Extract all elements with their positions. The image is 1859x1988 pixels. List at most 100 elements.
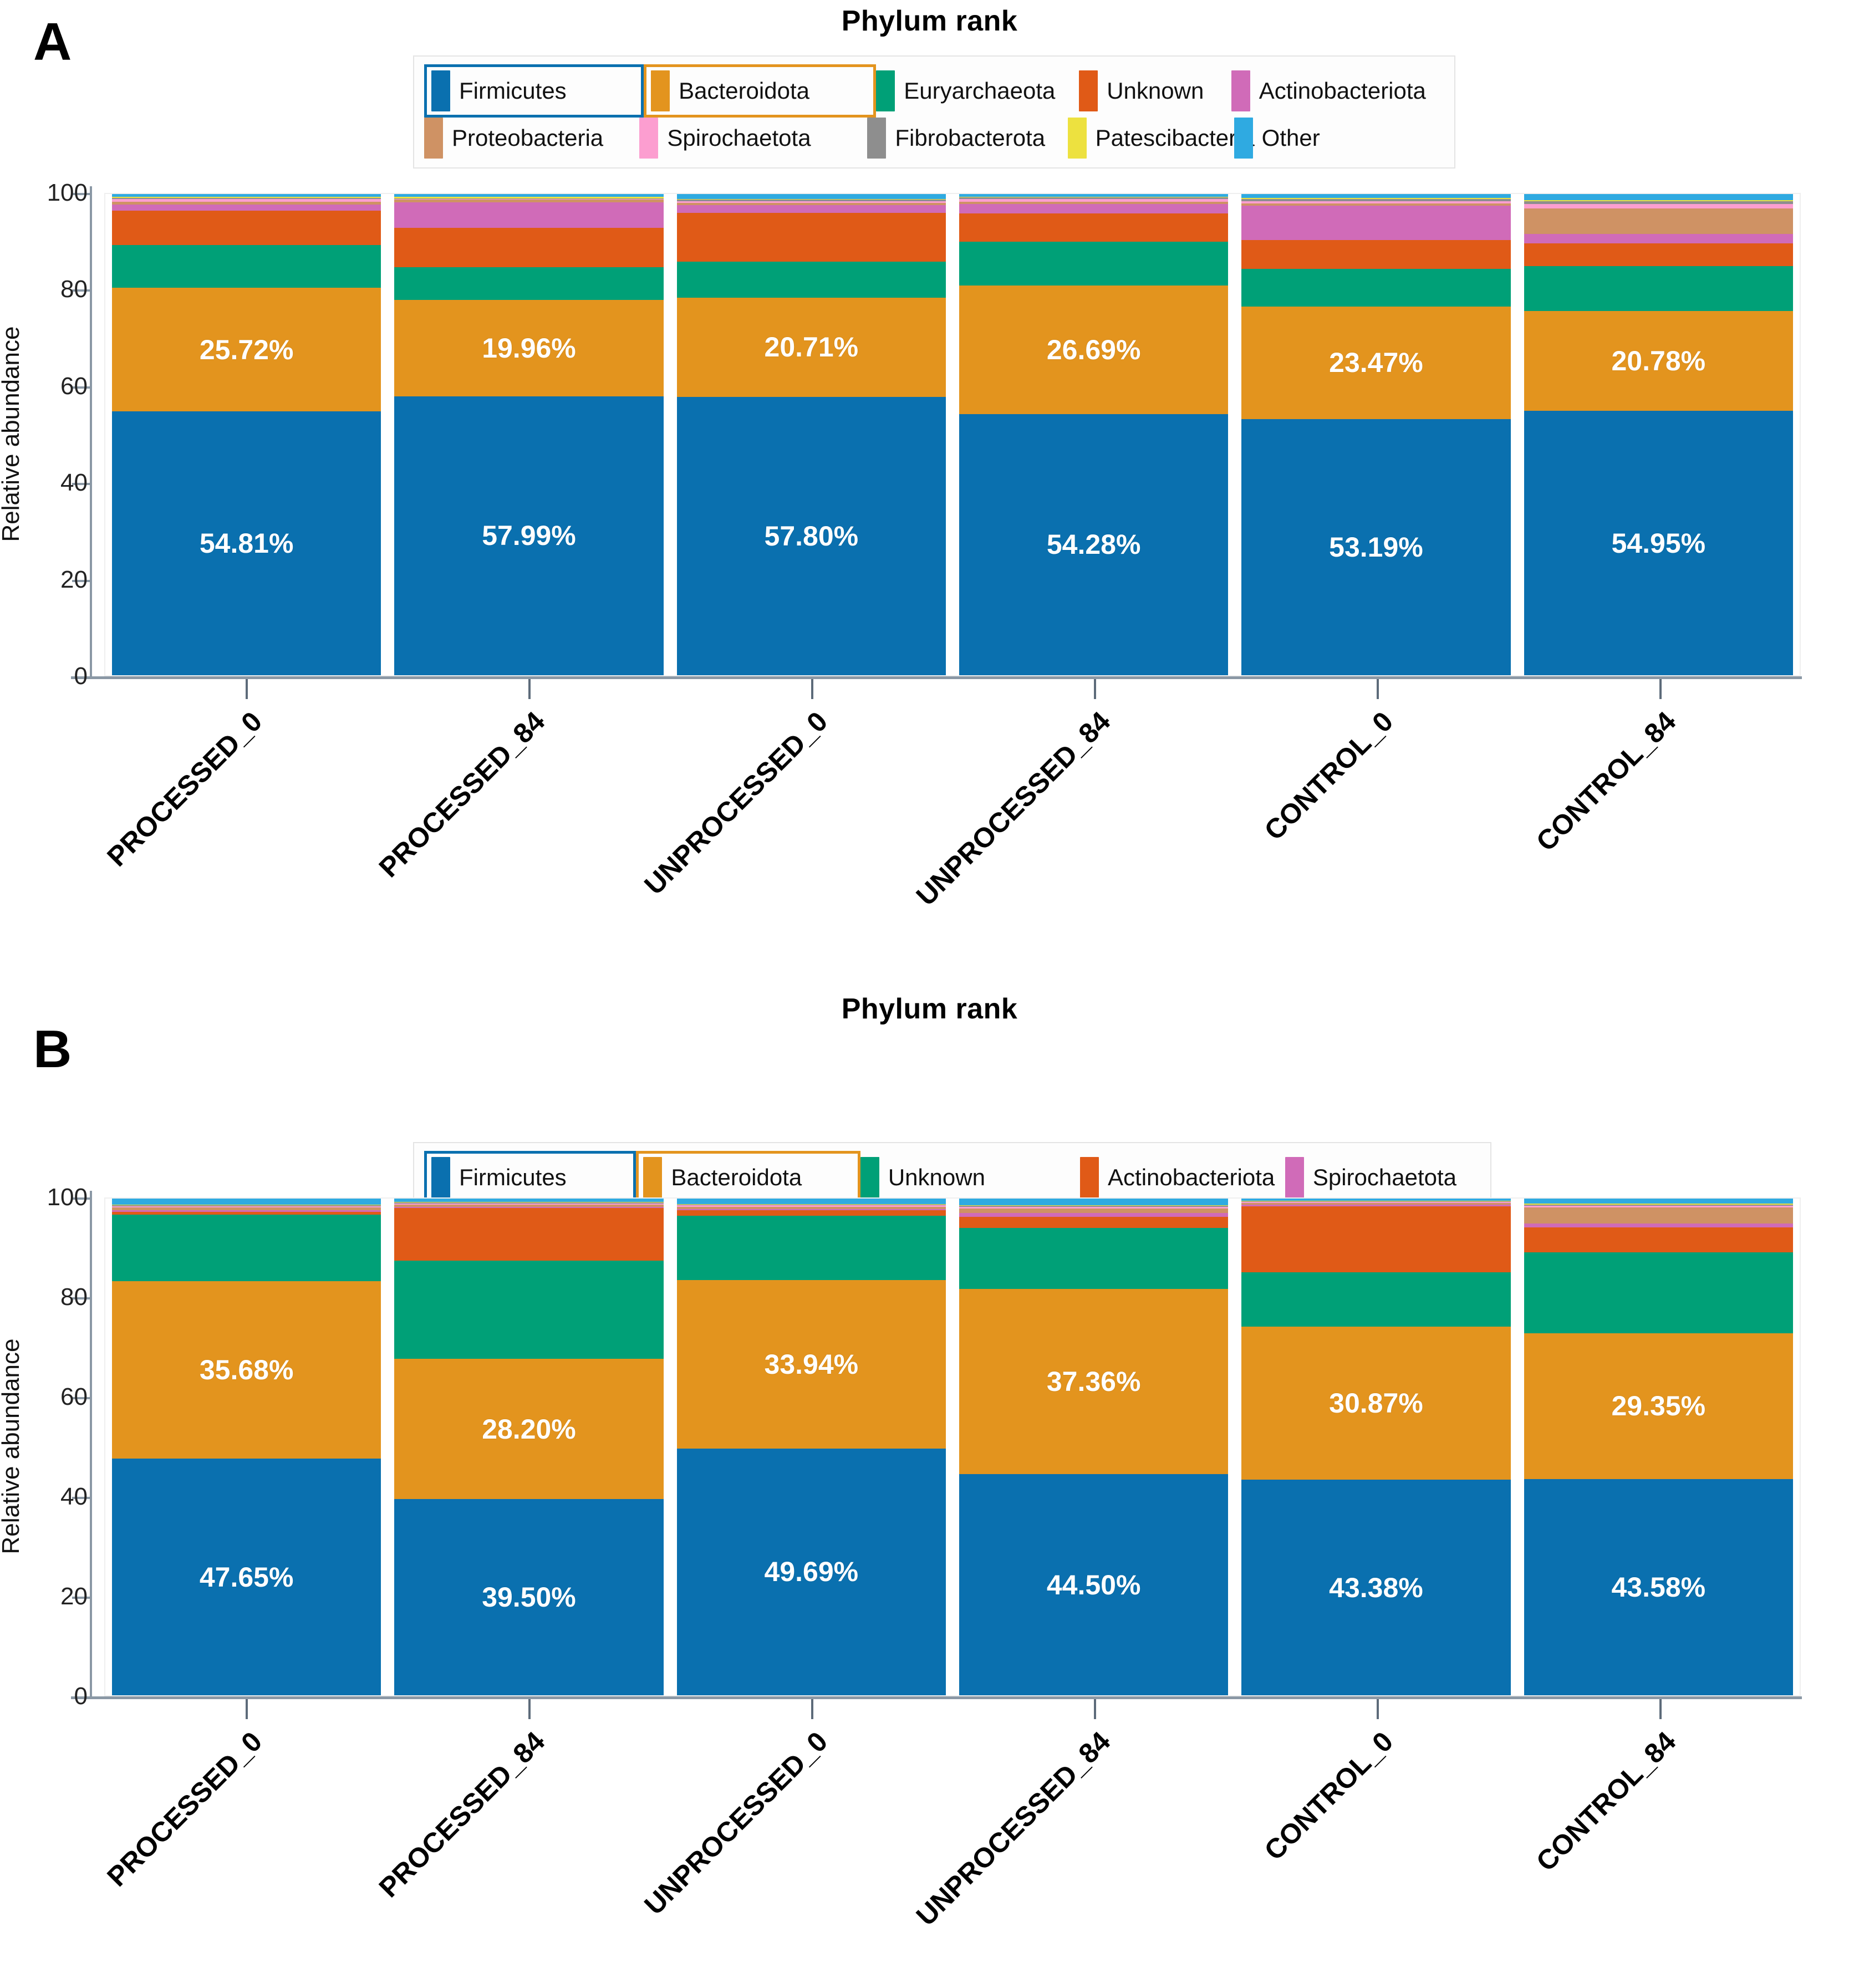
bar-segment-bacteroidota[interactable]: 29.35%: [1524, 1333, 1793, 1479]
bar-segment-actinobacteriota[interactable]: [1241, 206, 1511, 240]
bar-segment-fibrobacterota[interactable]: [112, 197, 381, 200]
bar-segment-proteobacteria[interactable]: [394, 200, 664, 203]
bar-group-processed_0[interactable]: 47.65%35.68%: [105, 1199, 388, 1695]
bar-segment-actinobacteriota[interactable]: [676, 1210, 946, 1216]
stacked-bar[interactable]: 49.69%33.94%: [676, 1199, 946, 1695]
legend-item-spirochaetota[interactable]: Spirochaetota: [1285, 1157, 1480, 1198]
bar-segment-fibrobacterota[interactable]: [1524, 1205, 1793, 1207]
bar-segment-euryarchaeota[interactable]: [112, 244, 381, 288]
bar-group-unprocessed_84[interactable]: 54.28%26.69%: [953, 194, 1235, 675]
bar-segment-other[interactable]: [112, 1199, 381, 1205]
bar-segment-ciliophora[interactable]: [676, 1204, 946, 1205]
bar-segment-bacteroidota[interactable]: 30.87%: [1241, 1326, 1511, 1480]
bar-segment-euryarchaeota[interactable]: [1524, 266, 1793, 311]
bar-segment-other[interactable]: [959, 194, 1229, 197]
legend-item-euryarchaeota[interactable]: Euryarchaeota: [876, 70, 1079, 111]
stacked-bar[interactable]: 53.19%23.47%: [1241, 194, 1511, 675]
bar-segment-actinobacteriota[interactable]: [1524, 234, 1793, 244]
legend-item-proteobacteria[interactable]: Proteobacteria: [424, 118, 639, 159]
stacked-bar[interactable]: 44.50%37.36%: [959, 1199, 1229, 1695]
bar-segment-proteobacteria[interactable]: [676, 1206, 946, 1209]
bar-segment-other[interactable]: [959, 1199, 1229, 1206]
bar-segment-fibrobacterota[interactable]: [959, 1207, 1229, 1209]
bar-segment-planctomycetota[interactable]: [959, 1206, 1229, 1207]
bar-segment-other[interactable]: [394, 1199, 664, 1202]
bar-segment-other[interactable]: [394, 194, 664, 197]
bar-segment-proteobacteria[interactable]: [1524, 1207, 1793, 1224]
bar-segment-firmicutes[interactable]: 54.28%: [959, 414, 1229, 675]
bar-segment-unknown[interactable]: [112, 211, 381, 245]
bar-segment-euryarchaeota[interactable]: [394, 267, 664, 300]
bar-segment-actinobacteriota[interactable]: [1241, 1206, 1511, 1273]
bar-segment-unknown[interactable]: [394, 228, 664, 267]
bar-segment-bacteroidota[interactable]: 23.47%: [1241, 306, 1511, 420]
stacked-bar[interactable]: 57.80%20.71%: [676, 194, 946, 675]
bar-segment-other[interactable]: [1524, 1199, 1793, 1204]
bar-segment-unknown[interactable]: [959, 1228, 1229, 1289]
bar-group-control_0[interactable]: 43.38%30.87%: [1235, 1199, 1517, 1695]
bar-group-processed_0[interactable]: 54.81%25.72%: [105, 194, 388, 675]
stacked-bar[interactable]: 54.28%26.69%: [959, 194, 1229, 675]
bar-segment-actinobacteriota[interactable]: [112, 1212, 381, 1215]
bar-segment-spirochaetota[interactable]: [1524, 1224, 1793, 1227]
bar-segment-firmicutes[interactable]: 43.38%: [1241, 1480, 1511, 1695]
bar-segment-fibrobacterota[interactable]: [959, 197, 1229, 200]
legend-item-other[interactable]: Other: [1234, 118, 1444, 159]
stacked-bar[interactable]: 43.38%30.87%: [1241, 1199, 1511, 1695]
bar-segment-actinobacteriota[interactable]: [959, 203, 1229, 213]
legend-item-patescibacteria[interactable]: Patescibacteria: [1067, 118, 1255, 159]
bar-segment-spirochaetota[interactable]: [112, 1210, 381, 1212]
bar-segment-spirochaetota[interactable]: [676, 201, 946, 203]
bar-segment-fibrobacterota[interactable]: [1241, 1202, 1511, 1204]
bar-group-control_84[interactable]: 54.95%20.78%: [1517, 194, 1800, 675]
legend-item-bacteroidota[interactable]: Bacteroidota: [636, 1151, 860, 1204]
bar-segment-other[interactable]: [1524, 194, 1793, 201]
bar-segment-bacteroidota[interactable]: 20.78%: [1524, 310, 1793, 411]
bar-segment-firmicutes[interactable]: 49.69%: [676, 1448, 946, 1695]
bar-segment-firmicutes[interactable]: 47.65%: [112, 1459, 381, 1695]
bar-segment-planctomycetota[interactable]: [1241, 1201, 1511, 1202]
bar-segment-euryarchaeota[interactable]: [959, 242, 1229, 286]
legend-item-firmicutes[interactable]: Firmicutes: [424, 64, 644, 118]
bar-segment-unknown[interactable]: [1524, 1252, 1793, 1333]
bar-segment-spirochaetota[interactable]: [394, 1206, 664, 1209]
bar-segment-spirochaetota[interactable]: [1241, 201, 1511, 204]
bar-segment-bacteroidota[interactable]: 19.96%: [394, 300, 664, 396]
stacked-bar[interactable]: 57.99%19.96%: [394, 194, 664, 675]
bar-segment-planctomycetota[interactable]: [394, 1202, 664, 1204]
bar-segment-euryarchaeota[interactable]: [676, 262, 946, 298]
bar-segment-unknown[interactable]: [676, 212, 946, 262]
bar-segment-firmicutes[interactable]: 44.50%: [959, 1474, 1229, 1695]
bar-segment-patescibacteria[interactable]: [959, 196, 1229, 198]
bar-segment-actinobacteriota[interactable]: [676, 205, 946, 213]
bar-segment-firmicutes[interactable]: 39.50%: [394, 1499, 664, 1695]
bar-segment-bacteroidota[interactable]: 26.69%: [959, 286, 1229, 414]
bar-group-unprocessed_84[interactable]: 44.50%37.36%: [953, 1199, 1235, 1695]
bar-segment-firmicutes[interactable]: 54.81%: [112, 411, 381, 675]
bar-segment-proteobacteria[interactable]: [112, 202, 381, 205]
bar-segment-bacteroidota[interactable]: 33.94%: [676, 1280, 946, 1449]
bar-segment-proteobacteria[interactable]: [1241, 1203, 1511, 1205]
bar-segment-spirochaetota[interactable]: [1241, 1204, 1511, 1206]
bar-segment-proteobacteria[interactable]: [112, 1207, 381, 1211]
bar-segment-actinobacteriota[interactable]: [394, 202, 664, 228]
bar-segment-ciliophora[interactable]: [959, 1205, 1229, 1206]
bar-segment-bacteroidota[interactable]: 25.72%: [112, 288, 381, 412]
bar-segment-unknown[interactable]: [112, 1215, 381, 1282]
bar-segment-fibrobacterota[interactable]: [1524, 201, 1793, 205]
bar-segment-spirochaetota[interactable]: [1524, 204, 1793, 209]
bar-segment-firmicutes[interactable]: 53.19%: [1241, 419, 1511, 675]
bar-segment-firmicutes[interactable]: 57.80%: [676, 397, 946, 675]
bar-group-control_0[interactable]: 53.19%23.47%: [1235, 194, 1517, 675]
bar-segment-spirochaetota[interactable]: [959, 199, 1229, 202]
bar-segment-patescibacteria[interactable]: [394, 197, 664, 198]
bar-segment-spirochaetota[interactable]: [959, 1213, 1229, 1217]
bar-segment-proteobacteria[interactable]: [959, 201, 1229, 204]
bar-segment-other[interactable]: [676, 194, 946, 200]
stacked-bar[interactable]: 54.95%20.78%: [1524, 194, 1793, 675]
stacked-bar[interactable]: 43.58%29.35%: [1524, 1199, 1793, 1695]
bar-segment-other[interactable]: [1241, 194, 1511, 198]
bar-segment-bacteroidota[interactable]: 35.68%: [112, 1281, 381, 1459]
bar-segment-spirochaetota[interactable]: [394, 198, 664, 200]
bar-segment-spirochaetota[interactable]: [676, 1209, 946, 1211]
